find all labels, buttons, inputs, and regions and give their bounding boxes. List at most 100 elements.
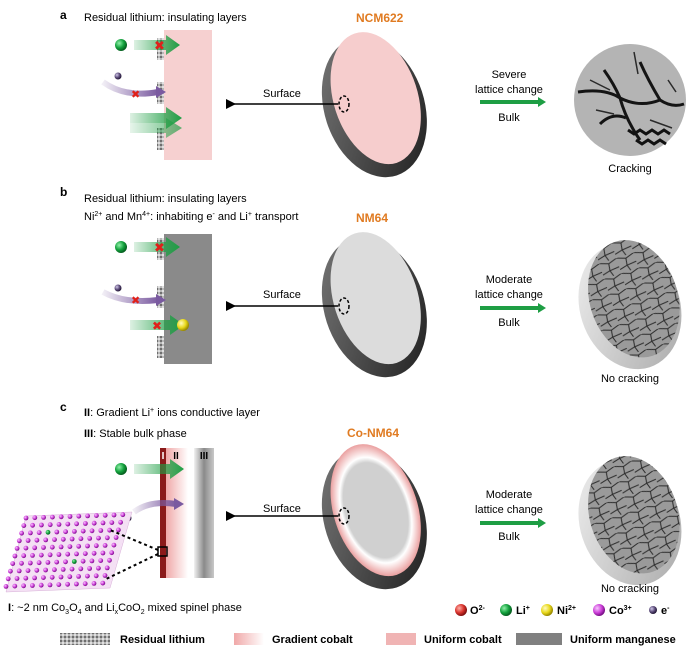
panel-a-cobalt-layer	[164, 30, 212, 160]
lattice-co-atom	[109, 550, 115, 556]
panel-b-cross-icon-1: ✖	[154, 240, 165, 255]
lattice-co-atom	[21, 583, 26, 589]
panel-c-label-III: III	[200, 451, 209, 462]
lattice-co-atom	[43, 537, 49, 543]
lattice-co-atom	[10, 561, 16, 566]
panel-b-particle-face	[330, 232, 421, 365]
panel-c-surface-marker	[338, 507, 350, 525]
panel-b-cross-icon-3: ✖	[152, 319, 162, 333]
panel-b-process-arrow	[480, 303, 546, 313]
panel-b-manganese-layer	[164, 234, 212, 364]
panel-b-outcome: No cracking	[601, 373, 659, 385]
lattice-co-atom	[14, 576, 20, 581]
lattice-co-atom	[96, 565, 101, 571]
lattice-co-atom	[34, 537, 40, 543]
lattice-co-atom	[28, 530, 33, 536]
lattice-co-atom	[23, 515, 29, 521]
lattice-co-atom	[47, 582, 53, 588]
lattice-co-atom	[58, 514, 64, 520]
legend-uniform-cobalt-swatch	[386, 633, 416, 645]
lattice-co-atom	[82, 581, 88, 587]
lattice-co-atom	[32, 545, 38, 551]
lattice-co-atom	[118, 519, 123, 525]
lattice-co-atom	[63, 529, 68, 535]
panel-a-process-line1: Severe	[492, 69, 527, 81]
lattice-co-atom	[107, 557, 112, 563]
panel-b-li-arrow-2	[130, 315, 184, 335]
panel-a-particle	[321, 32, 427, 178]
layer-legend: Residual lithium Gradient cobalt Uniform…	[60, 633, 676, 646]
lattice-co-atom	[120, 512, 126, 518]
panel-a-surface-label: Surface	[263, 88, 301, 100]
lattice-co-atom	[78, 566, 84, 572]
lattice-co-atom	[87, 566, 92, 571]
lattice-co-atom	[56, 582, 62, 587]
panel-c-process-line1: Moderate	[486, 489, 532, 501]
lattice-co-atom	[25, 538, 31, 543]
panel-b-ni-ion	[177, 319, 189, 331]
lattice-co-atom	[85, 513, 90, 519]
panel-a-particle-face	[330, 32, 421, 165]
lattice-co-atom	[54, 529, 60, 535]
lattice-co-atom	[100, 520, 106, 526]
panel-c-intact-particle	[578, 456, 682, 586]
lattice-co-atom	[25, 568, 31, 573]
lattice-co-atom	[16, 568, 22, 574]
panel-b-li-ion	[115, 241, 127, 253]
panel-a: a Residual lithium: insulating layers NC…	[60, 8, 686, 178]
lattice-co-atom	[39, 522, 44, 528]
legend-o-label: O2-	[470, 605, 485, 617]
panel-b-material: NM64	[356, 211, 388, 225]
lattice-co-atom	[45, 560, 51, 565]
lattice-co-atom	[50, 514, 55, 520]
lattice-co-atom	[52, 537, 57, 542]
panel-c-process-line2: lattice change	[475, 504, 543, 516]
lattice-co-atom	[89, 558, 95, 564]
lattice-co-atom	[30, 553, 35, 558]
legend-residual-label: Residual lithium	[120, 634, 205, 646]
panel-b-caption2: Ni2+ and Mn4+: inhabiting e- and Li+ tra…	[84, 211, 298, 223]
lattice-co-atom	[30, 583, 35, 588]
panel-a-bulk-label: Bulk	[498, 112, 520, 124]
lattice-co-atom	[36, 560, 42, 566]
panel-b-electron	[114, 284, 122, 292]
legend-manganese-label: Uniform manganese	[570, 634, 676, 646]
lattice-co-atom	[100, 580, 106, 586]
panel-c: c II: Gradient Li+ ions conductive layer…	[3, 400, 682, 616]
panel-c-letter: c	[60, 400, 67, 414]
lattice-co-atom	[104, 565, 110, 571]
lattice-co-atom	[109, 520, 115, 525]
panel-c-intact-face	[588, 456, 680, 574]
lattice-co-atom	[60, 567, 66, 572]
lattice-co-atom	[91, 581, 97, 586]
lattice-co-atom	[102, 512, 108, 518]
lattice-co-atom	[111, 542, 117, 548]
lattice-co-atom	[69, 566, 75, 572]
panel-c-process-arrow	[480, 518, 546, 528]
lattice-co-atom	[56, 552, 62, 557]
lattice-co-atom	[89, 528, 95, 534]
lattice-co-atom	[60, 536, 66, 542]
lattice-co-atom	[41, 545, 46, 550]
lattice-co-atom	[27, 560, 33, 566]
panel-a-cracked-particle	[574, 44, 686, 156]
lattice-co-atom	[43, 567, 48, 573]
panel-a-li-arrow	[134, 35, 180, 55]
panel-a-cracked-body	[574, 44, 686, 156]
legend-gradient-label: Gradient cobalt	[272, 634, 353, 646]
panel-b-cross-icon-2: ✖	[131, 295, 140, 307]
lattice-co-atom	[23, 575, 29, 581]
panel-a-material: NCM622	[356, 11, 404, 25]
panel-b-e-arrow	[101, 289, 159, 304]
lattice-co-atom	[21, 553, 27, 559]
lattice-co-atom	[93, 543, 99, 549]
panel-c-zoom-line-2	[103, 553, 159, 581]
lattice-co-atom	[74, 581, 79, 587]
panel-b-li-arrow	[134, 237, 180, 257]
panel-c-surface-label: Surface	[263, 503, 301, 515]
panel-c-spinel-lattice	[3, 511, 133, 593]
lattice-co-atom	[5, 576, 11, 582]
legend-co-ion	[593, 604, 605, 616]
lattice-co-atom	[52, 567, 57, 573]
